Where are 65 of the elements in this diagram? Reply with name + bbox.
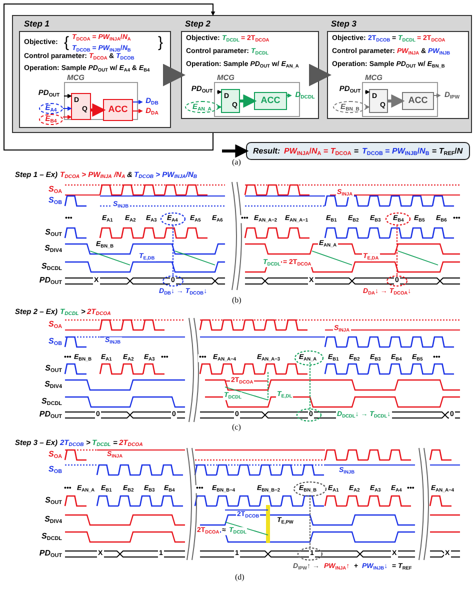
result-box bbox=[246, 142, 470, 160]
signal-name: PD$_{OUT}$ bbox=[39, 550, 62, 558]
signal-name: S$_{DCDL}$ bbox=[42, 262, 62, 272]
arrow bbox=[62, 114, 72, 120]
arrow bbox=[132, 100, 143, 104]
arrow bbox=[64, 94, 72, 98]
step-heading: Step 2 bbox=[185, 19, 211, 29]
arrow bbox=[309, 64, 332, 86]
node-text: Result: bbox=[253, 148, 280, 156]
arrow bbox=[217, 104, 222, 110]
arrow bbox=[62, 106, 72, 111]
node-text: T$_{DCOB}$ = PW$_{INJB}$/N$_{B}$ bbox=[362, 148, 430, 156]
arrow bbox=[364, 90, 370, 94]
signal-name: S$_{OB}$ bbox=[48, 196, 62, 206]
node-text: } bbox=[158, 34, 164, 52]
signal-name: S$_{OUT}$ bbox=[45, 228, 62, 238]
node-text: = bbox=[354, 148, 359, 156]
signal-name: S$_{OUT}$ bbox=[45, 496, 62, 506]
signal-name: S$_{DIV4}$ bbox=[44, 516, 62, 524]
signal-name: S$_{DIV4}$ bbox=[44, 244, 62, 254]
clock-edge-ellipse bbox=[39, 103, 63, 114]
arrow bbox=[222, 144, 249, 158]
signal-name: PD$_{OUT}$ bbox=[39, 276, 62, 286]
signal-name: S$_{OB}$ bbox=[48, 338, 62, 346]
arrow bbox=[388, 94, 405, 108]
arrow bbox=[240, 94, 257, 108]
arrow bbox=[4, 4, 216, 150]
caption: (a) bbox=[232, 158, 241, 168]
arrow bbox=[216, 90, 222, 94]
node-text: PW$_{INJA}$/N$_{A}$ = T$_{DCOA}$ bbox=[284, 148, 352, 156]
arrow bbox=[434, 93, 441, 98]
arrow bbox=[91, 103, 106, 117]
signal-name: S$_{OA}$ bbox=[48, 320, 62, 330]
signal-name: S$_{DIV4}$ bbox=[44, 380, 62, 390]
arrow bbox=[286, 93, 292, 98]
step-heading: Step 3 bbox=[331, 19, 357, 29]
step-panel bbox=[12, 15, 472, 133]
flip-flop-box bbox=[221, 89, 240, 113]
accumulator-box bbox=[254, 92, 287, 110]
clock-edge-ellipse bbox=[333, 101, 367, 113]
caption: (d) bbox=[235, 574, 244, 582]
signal-name: S$_{DCDL}$ bbox=[42, 532, 62, 542]
node-text: ACC bbox=[260, 96, 280, 106]
node-text: = T$_{REF}$/N bbox=[432, 148, 463, 156]
accumulator-box bbox=[103, 99, 133, 121]
clock-edge-ellipse bbox=[185, 101, 219, 113]
caption: (b) bbox=[232, 296, 242, 306]
clock-edge-ellipse bbox=[39, 114, 63, 125]
flip-flop-box bbox=[369, 89, 388, 113]
node-text: ACC bbox=[408, 96, 428, 106]
step-heading: Step 1 bbox=[24, 19, 50, 29]
signal-name: S$_{DCDL}$ bbox=[42, 398, 62, 406]
node-text: { bbox=[64, 34, 70, 52]
flip-flop-box bbox=[71, 93, 91, 120]
node-text: ACC bbox=[108, 105, 128, 115]
signal-name: S$_{OB}$ bbox=[48, 466, 62, 474]
caption: (c) bbox=[232, 424, 241, 432]
arrow bbox=[132, 108, 143, 114]
arrow bbox=[365, 104, 370, 110]
signal-name: S$_{OA}$ bbox=[48, 450, 62, 460]
signal-name: PD$_{OUT}$ bbox=[39, 410, 62, 420]
signal-name: S$_{OA}$ bbox=[48, 186, 62, 194]
arrow bbox=[163, 64, 186, 86]
signal-name: S$_{OUT}$ bbox=[45, 364, 62, 374]
accumulator-box bbox=[402, 92, 434, 110]
